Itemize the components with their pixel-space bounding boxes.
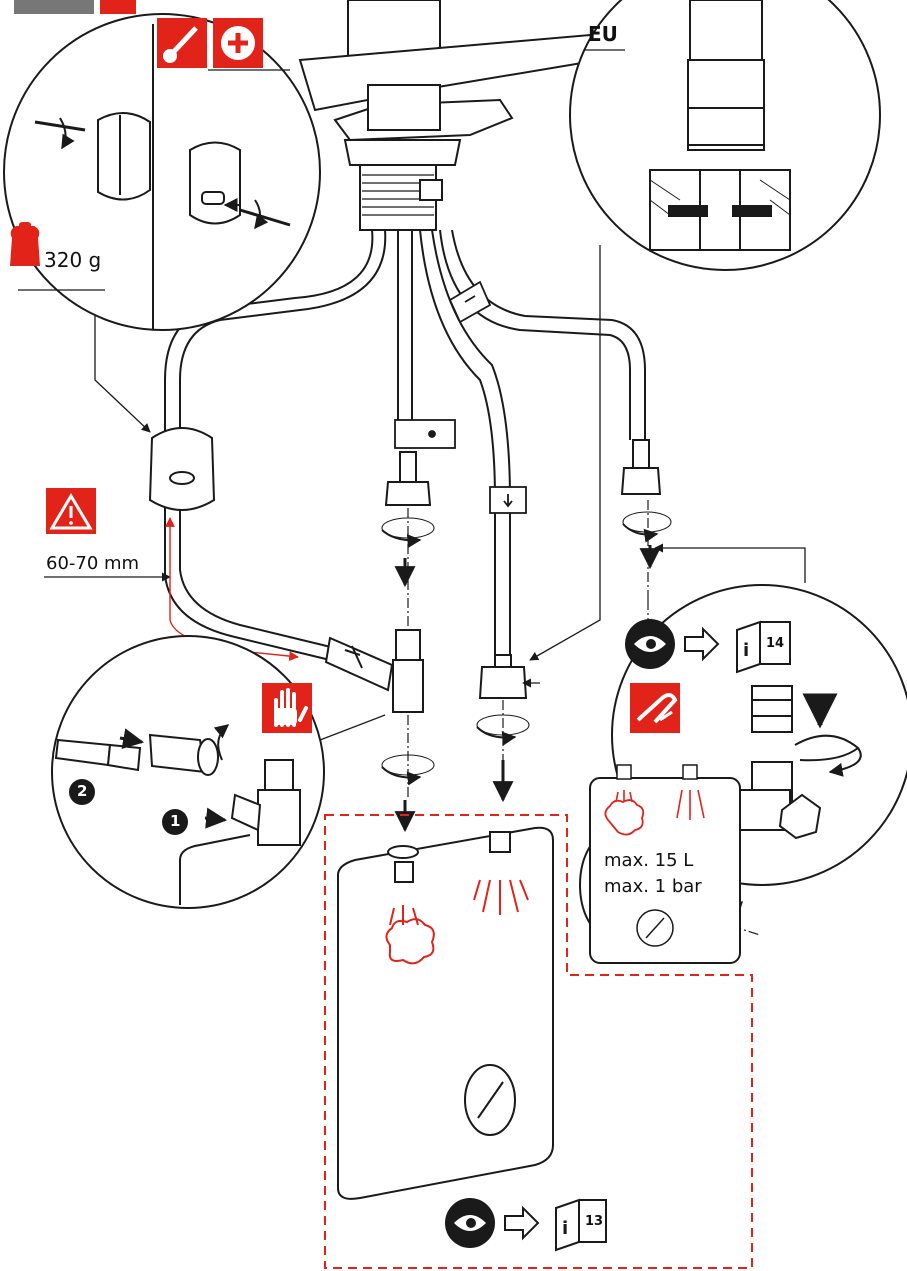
pipe-cutter-icon bbox=[630, 683, 680, 733]
step-2-marker bbox=[69, 779, 95, 805]
pressure-label: max. 1 bar bbox=[604, 876, 702, 897]
screwdriver-icon bbox=[157, 18, 207, 68]
connection-detail-circle bbox=[51, 635, 325, 909]
plus-circle-icon bbox=[213, 18, 263, 68]
hand-icon bbox=[262, 683, 312, 733]
rotation-arrows bbox=[381, 511, 672, 786]
steam-cloud-icon bbox=[385, 905, 435, 965]
header-tab-red bbox=[100, 0, 136, 14]
svg-text:i: i bbox=[743, 640, 749, 661]
info-book-icon-lower: i bbox=[555, 1198, 607, 1252]
step-1-marker bbox=[162, 809, 188, 835]
spray-icon bbox=[473, 879, 529, 915]
eye-icon-lower bbox=[445, 1198, 495, 1248]
heater-info-panel bbox=[589, 764, 741, 964]
info-book-icon: i bbox=[736, 620, 791, 674]
arrow-right-icon bbox=[684, 626, 720, 662]
distance-label: 60-70 mm bbox=[46, 553, 140, 574]
arrow-right-icon-lower bbox=[504, 1205, 540, 1241]
heater-dashed-frame bbox=[324, 814, 753, 1269]
svg-text:i: i bbox=[562, 1218, 568, 1239]
step-2-number: 2 bbox=[77, 782, 88, 800]
page-ref-lower: 13 bbox=[585, 1214, 604, 1229]
tee-valve bbox=[324, 629, 424, 713]
step-1-number: 1 bbox=[170, 812, 181, 830]
weight-icon bbox=[10, 222, 40, 266]
warning-triangle-icon bbox=[46, 488, 96, 534]
eu-detail-circle bbox=[569, 0, 881, 271]
eye-icon bbox=[625, 619, 675, 669]
faucet-assembly bbox=[298, 0, 602, 231]
hose-nuts bbox=[384, 439, 662, 699]
page-ref-upper: 14 bbox=[766, 636, 785, 651]
weight-label: 320 g bbox=[44, 248, 102, 272]
hose-clip bbox=[148, 427, 216, 511]
header-tab-grey bbox=[14, 0, 94, 14]
mounting-detail-circle bbox=[3, 13, 321, 331]
hose-tags bbox=[394, 280, 527, 514]
capacity-label: max. 15 L bbox=[604, 850, 694, 871]
region-label: EU bbox=[588, 22, 618, 46]
flex-hoses bbox=[164, 229, 646, 661]
